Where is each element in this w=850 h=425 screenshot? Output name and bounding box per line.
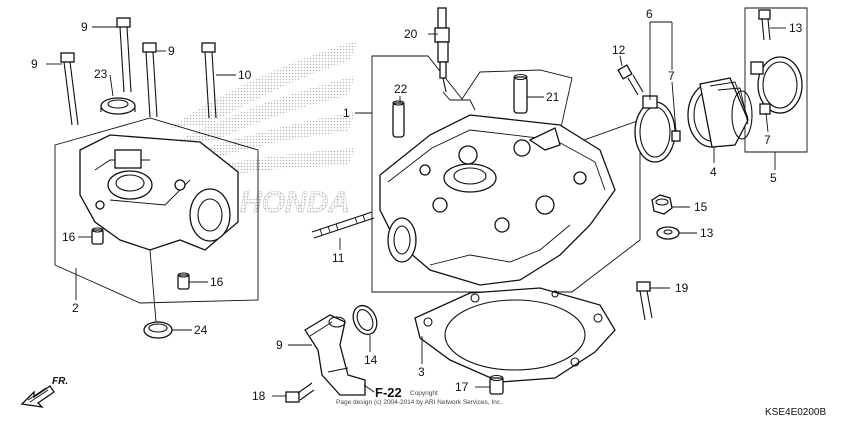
clamp-band-5 <box>750 56 803 115</box>
callout-8: 9 <box>276 338 283 352</box>
dowel-pin-16-a <box>91 227 104 245</box>
direction-label: FR. <box>52 376 68 387</box>
camshaft-holder <box>79 134 239 251</box>
callout-1: 1 <box>343 106 350 120</box>
honda-logo-text: HONDA <box>240 186 350 219</box>
callout-10: 11 <box>332 251 345 265</box>
bolt-19 <box>636 281 653 321</box>
bolt-9-c <box>142 42 158 118</box>
callout-14: 14 <box>364 353 378 367</box>
head-gasket-3 <box>414 287 616 383</box>
section-reference[interactable]: F-22 <box>375 385 402 400</box>
callout-4: 4 <box>710 165 717 179</box>
spark-plug-20 <box>434 7 450 93</box>
callout-16b: 16 <box>210 275 224 289</box>
callout-5: 5 <box>770 171 777 185</box>
leader-lines <box>46 21 786 397</box>
footer: F-22 Copyright Page design (c) 2004-2014… <box>336 384 826 418</box>
clamp-screw-12 <box>758 9 771 41</box>
callout-6: 6 <box>646 7 653 21</box>
callout-23: 23 <box>94 67 108 81</box>
callout-19: 19 <box>675 281 689 295</box>
callout-2: 2 <box>72 301 79 315</box>
callout-24: 24 <box>194 323 208 337</box>
cap-nut-15 <box>651 194 673 215</box>
callout-9c: 9 <box>168 44 175 58</box>
bolt-9-a <box>60 52 79 126</box>
bolt-9-b <box>116 17 132 93</box>
bolt-9-d <box>201 42 217 119</box>
insulator-clamp-frame <box>744 7 808 153</box>
callout-20: 20 <box>404 27 418 41</box>
callout-17: 17 <box>455 380 469 394</box>
callout-13: 13 <box>700 226 714 240</box>
dowel-pin-17 <box>489 374 504 395</box>
intake-insulator-4 <box>687 77 753 148</box>
callout-3: 3 <box>418 365 425 379</box>
dowel-pin-16-b <box>177 272 190 290</box>
bolt-18 <box>285 382 315 403</box>
callout-9d: 10 <box>238 68 252 82</box>
cylinder-head <box>379 114 616 286</box>
callout-11: 12 <box>612 43 626 57</box>
center-line-24 <box>149 249 157 323</box>
callout-12: 13 <box>789 21 803 35</box>
callout-9b: 9 <box>31 57 38 71</box>
camshaft-holder-frame <box>54 117 259 304</box>
clamp-band-6 <box>634 95 681 163</box>
callout-7b: 7 <box>764 133 771 147</box>
plug-lead <box>442 91 476 111</box>
callout-9a: 9 <box>81 20 88 34</box>
callout-21: 21 <box>546 90 560 104</box>
copyright-line-1: Copyright <box>410 390 438 397</box>
valve-guide-22 <box>392 100 405 138</box>
honda-wing-logo: HONDA <box>170 40 358 219</box>
callout-16a: 16 <box>62 230 76 244</box>
stud-bolt-10 <box>311 211 375 239</box>
clamp-screw-11 <box>617 64 644 96</box>
washer-13 <box>656 226 680 240</box>
seal-24 <box>143 321 173 339</box>
copyright-line-2: Page design (c) 2004-2014 by ARI Network… <box>336 399 502 406</box>
o-ring-14 <box>352 304 378 336</box>
oil-seal-23 <box>100 97 136 115</box>
callout-labels: 9 9 9 10 23 16 16 2 24 20 22 21 1 11 3 9… <box>31 7 803 403</box>
water-hose-8 <box>304 314 366 396</box>
callout-18: 18 <box>252 389 266 403</box>
valve-guide-21 <box>513 73 528 114</box>
front-direction-arrow: FR. <box>20 376 68 408</box>
callout-7a: 7 <box>668 69 675 83</box>
callout-15: 15 <box>694 200 708 214</box>
callout-22: 22 <box>394 82 408 96</box>
diagram-code: KSE4E0200B <box>765 407 826 418</box>
